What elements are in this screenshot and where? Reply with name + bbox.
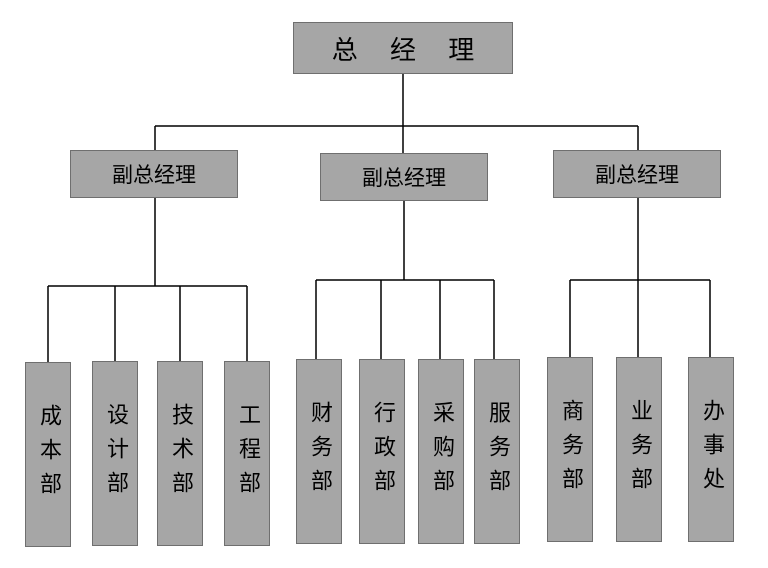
vice-general-manager-box-3: 副总经理: [553, 150, 721, 198]
department-box-finance: 财务部: [296, 359, 342, 544]
department-box-service: 服务部: [474, 359, 520, 544]
vice-general-manager-box-2: 副总经理: [320, 153, 488, 201]
department-box-design: 设计部: [92, 361, 138, 546]
department-box-engineering: 工程部: [224, 361, 270, 546]
department-box-office: 办事处: [688, 357, 734, 542]
department-box-commerce: 商务部: [547, 357, 593, 542]
department-box-technology: 技术部: [157, 361, 203, 546]
vice-general-manager-box-1: 副总经理: [70, 150, 238, 198]
department-box-purchasing: 采购部: [418, 359, 464, 544]
department-box-admin: 行政部: [359, 359, 405, 544]
general-manager-box: 总 经 理: [293, 22, 513, 74]
department-box-business: 业务部: [616, 357, 662, 542]
department-box-cost: 成本部: [25, 362, 71, 547]
